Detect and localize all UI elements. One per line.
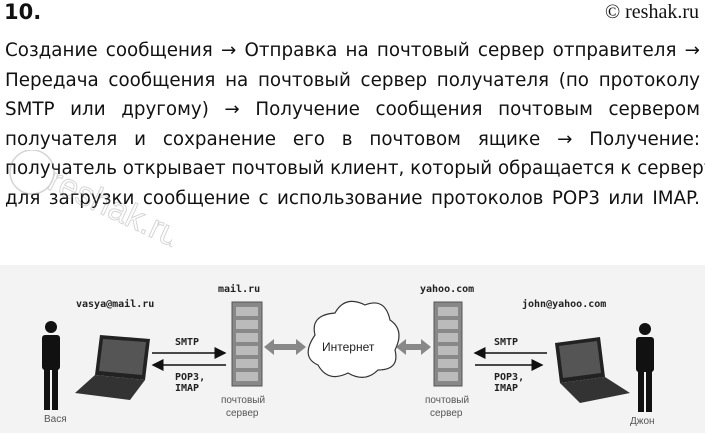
text-line: Передача сообщения на почтовый сервер по…	[5, 69, 700, 91]
text-line: для загрузки сообщение с использование п…	[5, 187, 700, 209]
sender-name: Вася	[44, 414, 67, 425]
imap-label: IMAP	[494, 383, 518, 394]
pop3-label: POP3,	[494, 372, 524, 383]
sender-server-domain: mail.ru	[218, 283, 260, 295]
server-icon	[433, 301, 463, 387]
double-arrow	[264, 339, 306, 355]
laptop-icon	[555, 337, 630, 403]
receiver-server-domain: yahoo.com	[420, 284, 474, 295]
server-label: почтовый	[425, 395, 469, 406]
server-icon	[231, 301, 263, 387]
server-label: сервер	[430, 408, 463, 419]
text-line: SMTP или другому) → Получение сообщения …	[5, 99, 700, 121]
person-icon	[42, 321, 60, 410]
server-label: почтовый	[221, 395, 265, 406]
text-line: получателя и сохранение его в почтовом я…	[5, 128, 700, 150]
email-diagram: Вася vasya@mail.ru SMTP POP3, IMAP mail.…	[0, 265, 705, 433]
task-number: 10.	[4, 0, 42, 24]
pop3-label: POP3,	[175, 372, 205, 383]
text-line: получатель открывает почтовый клиент, ко…	[5, 158, 705, 180]
cloud-icon	[307, 300, 400, 378]
smtp-label: SMTP	[494, 337, 518, 348]
internet-label: Интернет	[322, 340, 375, 354]
receiver-name: Джон	[630, 416, 655, 427]
text-line: Создание сообщения → Отправка на почтовы…	[5, 40, 700, 61]
sender-email: vasya@mail.ru	[76, 298, 154, 310]
laptop-icon	[75, 335, 150, 400]
server-label: сервер	[226, 408, 259, 419]
answer-text: Создание сообщения → Отправка на почтовы…	[5, 36, 705, 214]
imap-label: IMAP	[175, 383, 199, 394]
double-arrow	[396, 339, 431, 355]
receiver-email: john@yahoo.com	[522, 298, 606, 310]
smtp-label: SMTP	[175, 337, 199, 348]
copyright: © reshak.ru	[604, 1, 699, 23]
person-icon	[636, 323, 654, 412]
